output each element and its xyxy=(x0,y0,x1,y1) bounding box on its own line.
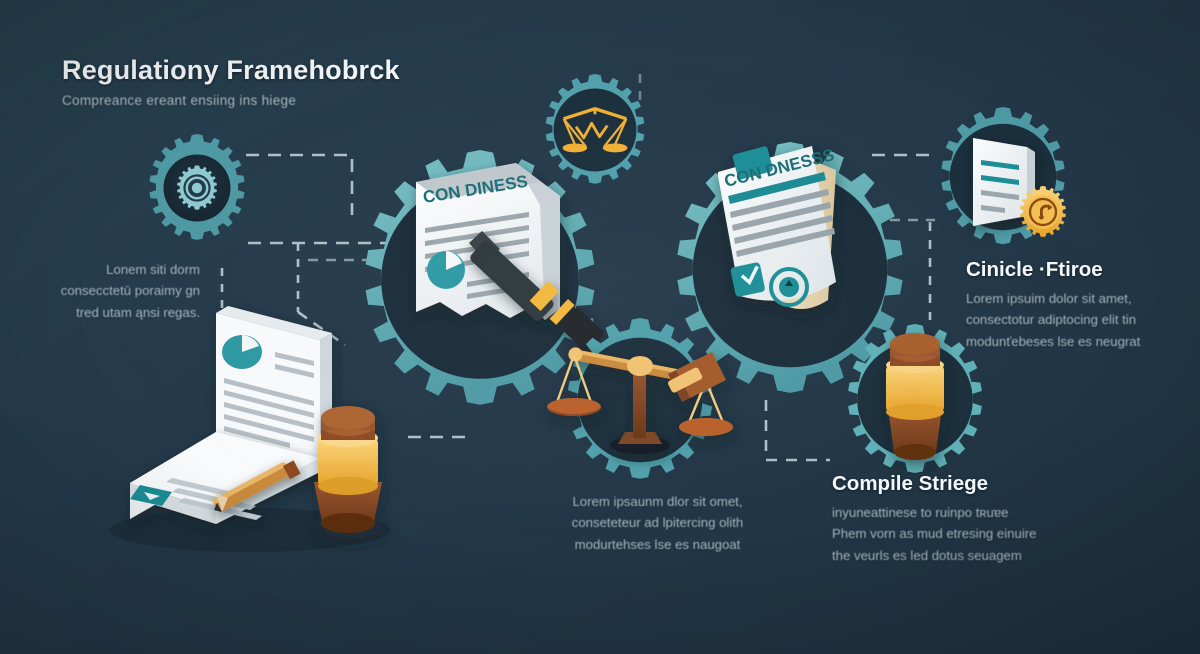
document-certificate-icon: CON DNESSS xyxy=(718,145,836,309)
gavel-on-pan-icon xyxy=(668,352,726,402)
callout-left-body: Lonem siti dorm consecctetū poraimy ɡn … xyxy=(10,259,200,323)
callout-right-top-title: Cinicle ·Ftiroe xyxy=(966,258,1103,281)
check-badge-icon xyxy=(730,262,765,297)
callout-right-top-line-1: Lorem ipsuim dolor sit amet, xyxy=(966,291,1132,306)
callout-bottom-center-line-2: conseteteur ad lpitercing olith xyxy=(571,515,744,531)
callout-right-top-line-2: consectotur adiptocing elit tin xyxy=(966,312,1137,328)
callout-left-line-3: tred utam ąnsi regas. xyxy=(76,304,200,320)
gear-center-large: CON DINESS xyxy=(365,150,604,405)
callout-bottom-right: Compile Striege inyuneattinese to ruinpo… xyxy=(832,472,1072,566)
seal-icon xyxy=(769,267,809,307)
callout-right-top: Cinicle ·Ftiroe Lorem ipsuim dolor sit a… xyxy=(966,258,1196,352)
pen-icon xyxy=(469,231,604,351)
callout-left: Lonem siti dorm consecctetū poraimy ɡn … xyxy=(10,253,200,323)
pie-chart-icon-2 xyxy=(222,335,262,369)
callout-bottom-right-title: Compile Striege xyxy=(832,472,989,495)
page-title: Regulationy Framehobrck xyxy=(62,55,400,85)
gavel-icon-2 xyxy=(311,406,385,540)
gear-top-right xyxy=(941,107,1066,245)
gear-bottom-center xyxy=(547,318,733,479)
callout-bottom-right-line-3: the veurls es led dotus seuagem xyxy=(832,547,1022,563)
pencil-icon xyxy=(212,460,301,513)
gold-gear-badge-icon xyxy=(1020,186,1066,237)
callout-bottom-center-line-1: Lorem ipsaunm dlor sit omet, xyxy=(572,494,743,509)
callout-right-top-body: Lorem ipsuim dolor sit amet, consectotur… xyxy=(966,288,1196,352)
open-document-with-pencil-and-gavel-icon xyxy=(110,306,390,552)
gear-top-center xyxy=(545,74,645,184)
pie-chart-icon xyxy=(427,251,465,289)
gear-right-large: CON DNESSS xyxy=(677,142,903,393)
callout-bottom-center: Lorem ipsaunm dlor sit omet, conseteteur… xyxy=(545,485,770,555)
scales-of-justice-icon xyxy=(547,347,733,454)
callout-bottom-right-line-1: inyuneattinese to ruinpo tʀuɐe xyxy=(832,505,1009,520)
gavel-icon xyxy=(886,333,944,460)
header-group: Regulationy Framehobrck Compreance erean… xyxy=(62,55,400,108)
callout-bottom-center-line-3: modurtehses lse es naugoat xyxy=(574,536,741,552)
flag-badge-icon xyxy=(130,485,172,506)
scales-of-justice-icon xyxy=(562,107,628,153)
gear-bottom-right xyxy=(848,324,982,473)
callout-left-line-1: Lonem siti dorm xyxy=(106,262,200,277)
callout-bottom-right-body: inyuneattinese to ruinpo tʀuɐe Phem vorn… xyxy=(832,502,1072,566)
callout-right-top-line-3: modunťebeses lse es neugrat xyxy=(966,333,1141,349)
callout-bottom-center-body: Lorem ipsaunm dlor sit omet, conseteteur… xyxy=(545,491,770,555)
page-subtitle: Compreance ereant ensiing ins hiege xyxy=(62,93,297,108)
gear-small-left xyxy=(149,134,245,240)
callout-left-line-2: consecctetū poraimy ɡn xyxy=(60,283,200,299)
callout-bottom-right-line-2: Phem vorn as mud etresing einuire xyxy=(832,526,1037,542)
